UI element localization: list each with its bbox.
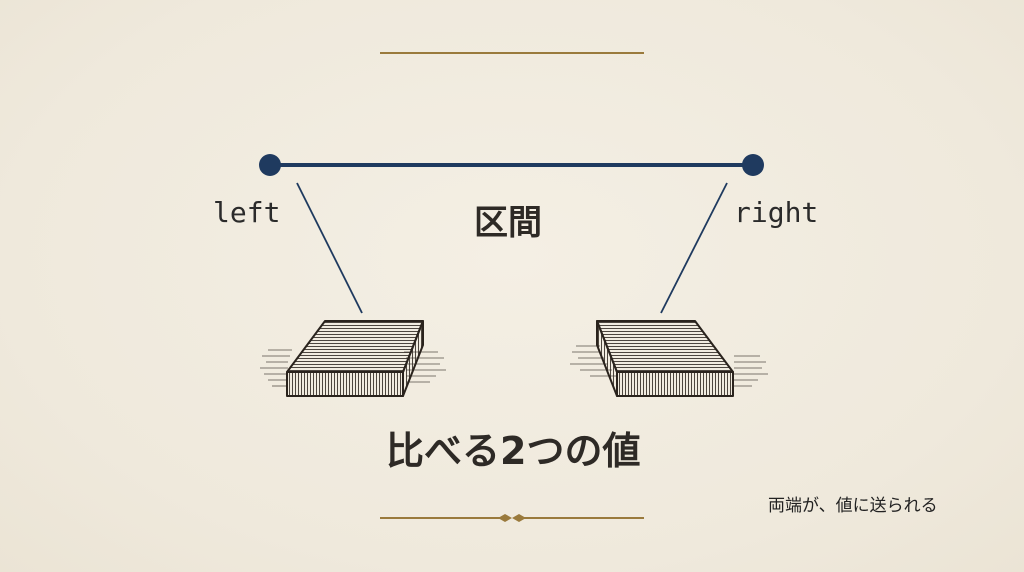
interval-label: 区間 <box>474 203 542 243</box>
interval-segment <box>259 154 764 176</box>
right-value-block <box>570 320 768 397</box>
left-endpoint <box>259 154 281 176</box>
caption: 両端が、値に送られる <box>768 496 938 516</box>
values-label: 比べる2つの値 <box>386 429 641 473</box>
left-label: left <box>213 196 281 229</box>
right-label: right <box>734 196 819 229</box>
bottom-ornament <box>380 514 644 522</box>
left-value-block <box>260 320 446 397</box>
right-connector <box>660 182 728 314</box>
left-connector <box>296 182 363 314</box>
right-endpoint <box>742 154 764 176</box>
